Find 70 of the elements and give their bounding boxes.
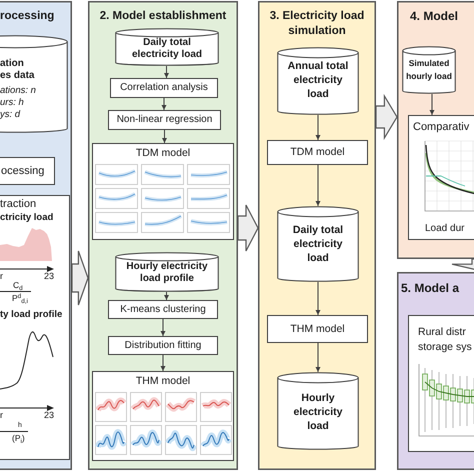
node-label: Annual total electricity load [288,60,348,100]
arrow [316,342,320,372]
block-arrow [71,250,89,306]
node-label: K-means clustering [120,304,206,314]
database-cylinder [277,206,359,282]
arrow [160,318,166,336]
process-box [267,315,368,343]
node-label: ty load profile [0,309,62,320]
panel-title: 2. Model establishment [100,10,226,22]
node-label: Distribution fitting [124,340,202,350]
database-cylinder [402,46,456,94]
arrow [316,282,320,316]
arrow [160,354,166,372]
stage-panel [88,1,238,470]
node-label: THM model [136,375,190,387]
arrow [162,98,166,110]
node-label: ctricity load [0,212,54,223]
figure-box [408,315,474,452]
node-label: Daily total electricity load [132,37,202,60]
database-cylinder [115,252,219,292]
node-label: Simulated hourly load [406,58,452,81]
axis-label: 23 [44,410,54,420]
node-label: Non-linear regression [116,114,212,125]
node-label: Hourly electricity load profile [126,261,208,284]
node-label: urs: h [0,97,24,108]
panel-title: 5. Model a [401,281,460,295]
panel-title: 4. Model [410,9,458,23]
figure-box [408,115,474,240]
axis-title: Load dur [425,223,464,234]
node-label: TDM model [136,147,190,159]
process-box [108,300,218,319]
formula-numerator: C$_{d}$ [13,280,23,290]
axis-label: r [0,271,3,281]
stage-panel [258,1,376,470]
block-arrow [451,258,474,273]
panel-title: 3. Electricity load simulation [270,10,364,37]
stage-panel [397,1,474,259]
arrow [316,114,320,140]
chart-title: Comparativ [413,121,470,133]
block-arrow [375,94,398,140]
database-cylinder [115,28,219,66]
figure-box [92,143,234,240]
formula-denominator: (P$_{i}$) [0,431,28,444]
arrow [162,130,167,144]
node-label: ocessing [1,165,44,177]
node-label: Hourly electricity load [293,392,343,432]
node-label: traction [0,198,36,210]
process-box [108,110,221,130]
database-cylinder [277,372,359,450]
axis-label: r [0,410,3,420]
node-label: ation es data [0,58,34,81]
block-arrow [237,204,259,252]
arrow [316,164,320,206]
node-label: ations: n [0,85,36,96]
figure-box [92,371,234,461]
arrow [164,292,169,300]
process-box [108,336,218,355]
arrow [164,66,169,78]
axis-label: 23 [44,271,54,281]
arrow [430,94,434,116]
node-label: THM model [290,322,345,334]
node-label: TDM model [290,146,345,158]
node-label: Correlation analysis [120,82,208,93]
process-box [110,78,218,98]
panel-title: rocessing [0,10,54,22]
database-cylinder [277,47,359,115]
process-box [267,140,368,165]
node-label: Daily total electricity load [292,224,344,264]
stage-panel [397,272,474,470]
chart-title: Rural distr storage sys [418,326,472,353]
